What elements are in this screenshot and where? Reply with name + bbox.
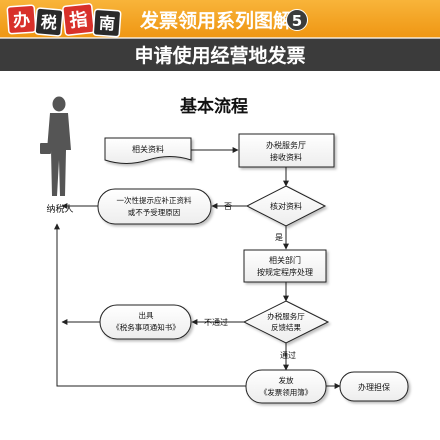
badge-char: 南 — [98, 13, 115, 33]
node-dept-process — [243, 249, 327, 283]
badge-char: 税 — [40, 12, 58, 32]
node-notify-line1: 一次性提示应补正资料 — [117, 195, 192, 205]
node-dept-line2: 按规定程序处理 — [257, 267, 313, 277]
diagram-title: 基本流程 — [179, 96, 248, 117]
edge-label-fail: 不通过 — [204, 317, 228, 327]
subtitle-band — [0, 38, 440, 71]
node-notice-line2: 《税务事项通知书》 — [112, 322, 180, 332]
node-issue-book — [245, 369, 327, 404]
node-book-line1: 发放 — [279, 375, 294, 385]
edge-label-no: 否 — [224, 202, 232, 211]
edge-label-yes: 是 — [275, 233, 283, 242]
connectors — [54, 147, 341, 389]
taxpayer-label: 纳税人 — [46, 203, 73, 215]
node-related-docs-label: 相关资料 — [132, 144, 164, 154]
node-related-docs — [104, 137, 192, 164]
edge-book-to-taxpayer — [54, 223, 246, 387]
node-feedback-decision — [242, 300, 330, 344]
node-dept-line1: 相关部门 — [269, 255, 301, 265]
node-feedback-line2: 反馈结果 — [271, 322, 301, 332]
node-notify — [97, 188, 212, 225]
edge-label-pass: 通过 — [280, 350, 296, 360]
node-hall-receive-line1: 办税服务厅 — [266, 140, 306, 150]
badge-char: 指 — [69, 8, 89, 32]
node-book-line2: 《发票领用簿》 — [260, 387, 313, 397]
series-number: 5 — [292, 12, 302, 30]
node-issue-notice — [99, 304, 192, 340]
node-guarantee-label: 办理担保 — [358, 382, 390, 392]
node-hall-receive-line2: 接收资料 — [270, 152, 302, 162]
node-check-decision — [245, 185, 327, 227]
node-hall-receive — [238, 133, 335, 168]
node-notice-line1: 出具 — [139, 310, 154, 320]
header-badges: 办 税 指 南 — [6, 3, 122, 38]
subtitle: 申请使用经营地发票 — [134, 44, 305, 67]
node-guarantee — [339, 371, 409, 402]
series-title: 发票领用系列图解 — [139, 9, 292, 32]
series-number-badge — [286, 9, 308, 31]
node-notify-line2: 或不予受理原因 — [128, 207, 181, 217]
node-check-label: 核对资料 — [270, 201, 302, 211]
taxpayer-figure-icon — [40, 96, 71, 196]
node-feedback-line1: 办税服务厅 — [267, 311, 305, 321]
badge-char: 办 — [12, 9, 30, 31]
